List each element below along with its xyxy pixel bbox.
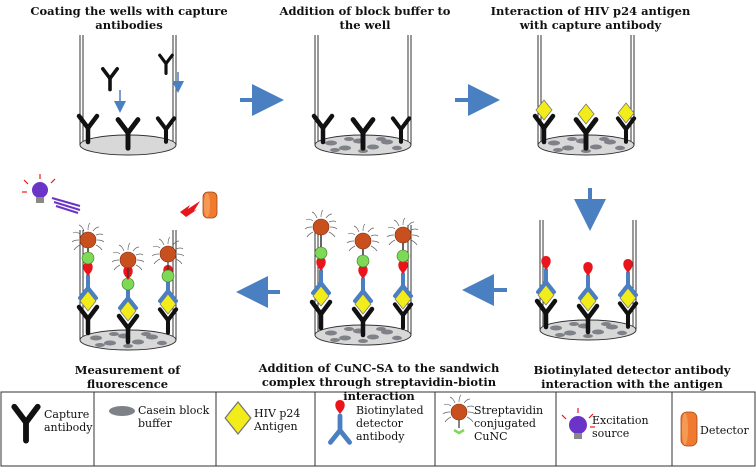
legend-frame — [0, 391, 756, 467]
emission-icon — [180, 201, 200, 217]
well-step2 — [314, 34, 412, 156]
well-step4 — [537, 219, 636, 341]
caption-step6: Measurement of fluorescence — [74, 363, 181, 391]
legend-biotinylated-icon — [330, 400, 349, 442]
legend-biotinylated: Biotinylated detector antibody — [356, 404, 424, 443]
legend-detector: Detector — [700, 424, 749, 437]
legend-excitation: Excitation source — [592, 414, 649, 440]
caption-step5: Addition of CuNC-SA to the sandwich comp… — [258, 361, 500, 403]
caption-step2: Addition of block buffer to the well — [279, 4, 451, 32]
well-step6 — [71, 222, 185, 351]
legend-excitation-icon — [561, 408, 595, 439]
caption-step1: Coating the wells with capture antibodie… — [30, 4, 228, 32]
legend-capture-antibody: Capture antibody — [44, 408, 93, 434]
legend-streptavidin: Streptavidin conjugated CuNC — [474, 404, 544, 443]
legend-streptavidin-icon — [442, 394, 476, 435]
legend-detector-icon — [680, 411, 698, 447]
well-step1 — [79, 34, 184, 156]
legend-antigen-icon — [224, 401, 252, 435]
detector-icon — [202, 191, 218, 219]
legend-antigen: HIV p24 Antigen — [254, 407, 301, 433]
legend-casein: Casein block buffer — [138, 404, 210, 430]
well-step5 — [304, 209, 420, 346]
caption-step4: Biotinylated detector antibody interacti… — [533, 363, 731, 391]
legend-casein-icon — [109, 406, 135, 416]
legend-capture-antibody-icon — [14, 407, 37, 441]
excitation-bulb-icon — [22, 174, 81, 214]
caption-step3: Interaction of HIV p24 antigen with capt… — [490, 4, 691, 32]
well-step3 — [535, 34, 634, 156]
